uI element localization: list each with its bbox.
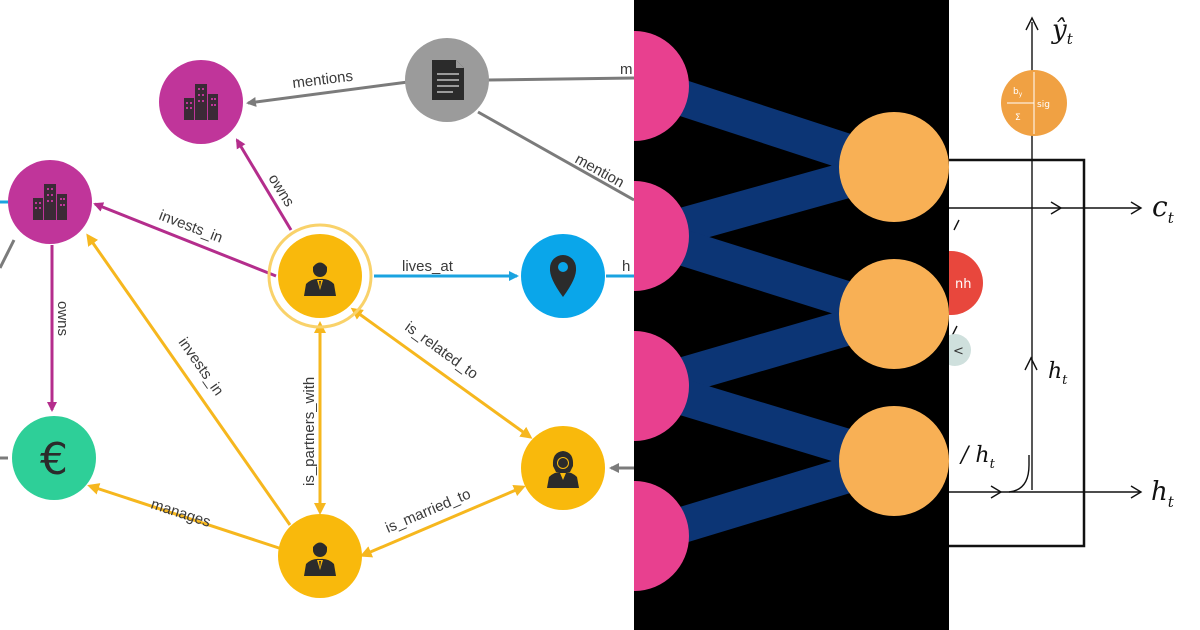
rnn-c-label: ct xyxy=(1152,190,1175,227)
node-currency[interactable]: € xyxy=(12,416,96,500)
graph-edges xyxy=(0,76,634,558)
node-company-top[interactable] xyxy=(159,60,243,144)
rnn-tanh-label: nh xyxy=(955,277,971,292)
neural-network-panel xyxy=(634,0,949,630)
edge-mentions-diag xyxy=(477,110,634,202)
edge-is-married-to xyxy=(359,485,526,558)
edge-mentions-top xyxy=(246,80,409,107)
map-pin-icon xyxy=(549,255,577,297)
knowledge-graph-svg: mentions m mention owns invests_in lives… xyxy=(0,38,634,598)
nn-output-node xyxy=(839,259,949,369)
edge-invests-in-diag xyxy=(86,233,292,526)
nn-input-node xyxy=(634,481,689,591)
rnn-y-hat-label: ŷt xyxy=(1051,15,1074,48)
nn-input-node xyxy=(634,331,689,441)
euro-icon: € xyxy=(40,434,68,485)
nn-input-node xyxy=(634,181,689,291)
edge-label-lives-at: lives_at xyxy=(402,258,454,275)
rnn-cell-panel: by Σ sig nh < ŷt ct ht / ht ht xyxy=(949,0,1200,630)
edge-label-is-partners-with: is_partners_with xyxy=(301,377,318,486)
rnn-cell-box xyxy=(949,158,1086,548)
edge-label-owns-left: owns xyxy=(54,301,71,336)
edge-label-invests-in-diag: invests_in xyxy=(175,335,227,399)
node-person-bottom[interactable] xyxy=(278,514,362,598)
rnn-sigmoid-node: by Σ sig xyxy=(1001,70,1067,136)
rnn-h-left-label: / ht xyxy=(959,443,996,472)
edge-label-mentions-top: mentions xyxy=(291,68,353,92)
node-location[interactable] xyxy=(521,234,605,318)
edge-mentions-cut xyxy=(487,76,634,82)
nn-output-node xyxy=(839,112,949,222)
nn-output-node xyxy=(839,406,949,516)
rnn-sig-label: sig xyxy=(1037,100,1050,110)
node-person-main[interactable] xyxy=(267,223,373,329)
edge-label-owns-top: owns xyxy=(265,171,298,210)
edge-label-mentions-cut: m xyxy=(620,61,633,78)
document-icon xyxy=(432,60,464,100)
knowledge-graph-panel: mentions m mention owns invests_in lives… xyxy=(0,38,634,598)
nn-input-node xyxy=(634,31,689,141)
rnn-cell-svg: by Σ sig nh < ŷt ct ht / ht ht xyxy=(949,15,1175,548)
edge-label-manages: manages xyxy=(149,496,213,531)
rnn-gate-node: < xyxy=(949,334,971,366)
edge-invests-in-top xyxy=(93,202,277,278)
edge-owns-top xyxy=(235,138,293,231)
rnn-h-inner-label: ht xyxy=(1048,359,1068,388)
edge-label-lives-cut: h xyxy=(622,258,630,275)
node-person-woman[interactable] xyxy=(521,426,605,510)
rnn-tanh-node: nh xyxy=(949,251,983,315)
nn-input-layer xyxy=(634,31,689,591)
edge-is-related-to xyxy=(350,307,533,439)
rnn-gate-label: < xyxy=(953,344,964,359)
rnn-h-out-label: ht xyxy=(1151,477,1175,511)
rnn-by-label: by xyxy=(1013,87,1023,98)
nn-output-layer xyxy=(839,112,949,516)
rnn-sum-label: Σ xyxy=(1015,113,1021,123)
node-company-left[interactable] xyxy=(8,160,92,244)
node-document[interactable] xyxy=(405,38,489,122)
edge-stub-grey xyxy=(0,239,16,269)
edge-manages xyxy=(87,483,283,551)
neural-network-svg xyxy=(634,31,949,591)
